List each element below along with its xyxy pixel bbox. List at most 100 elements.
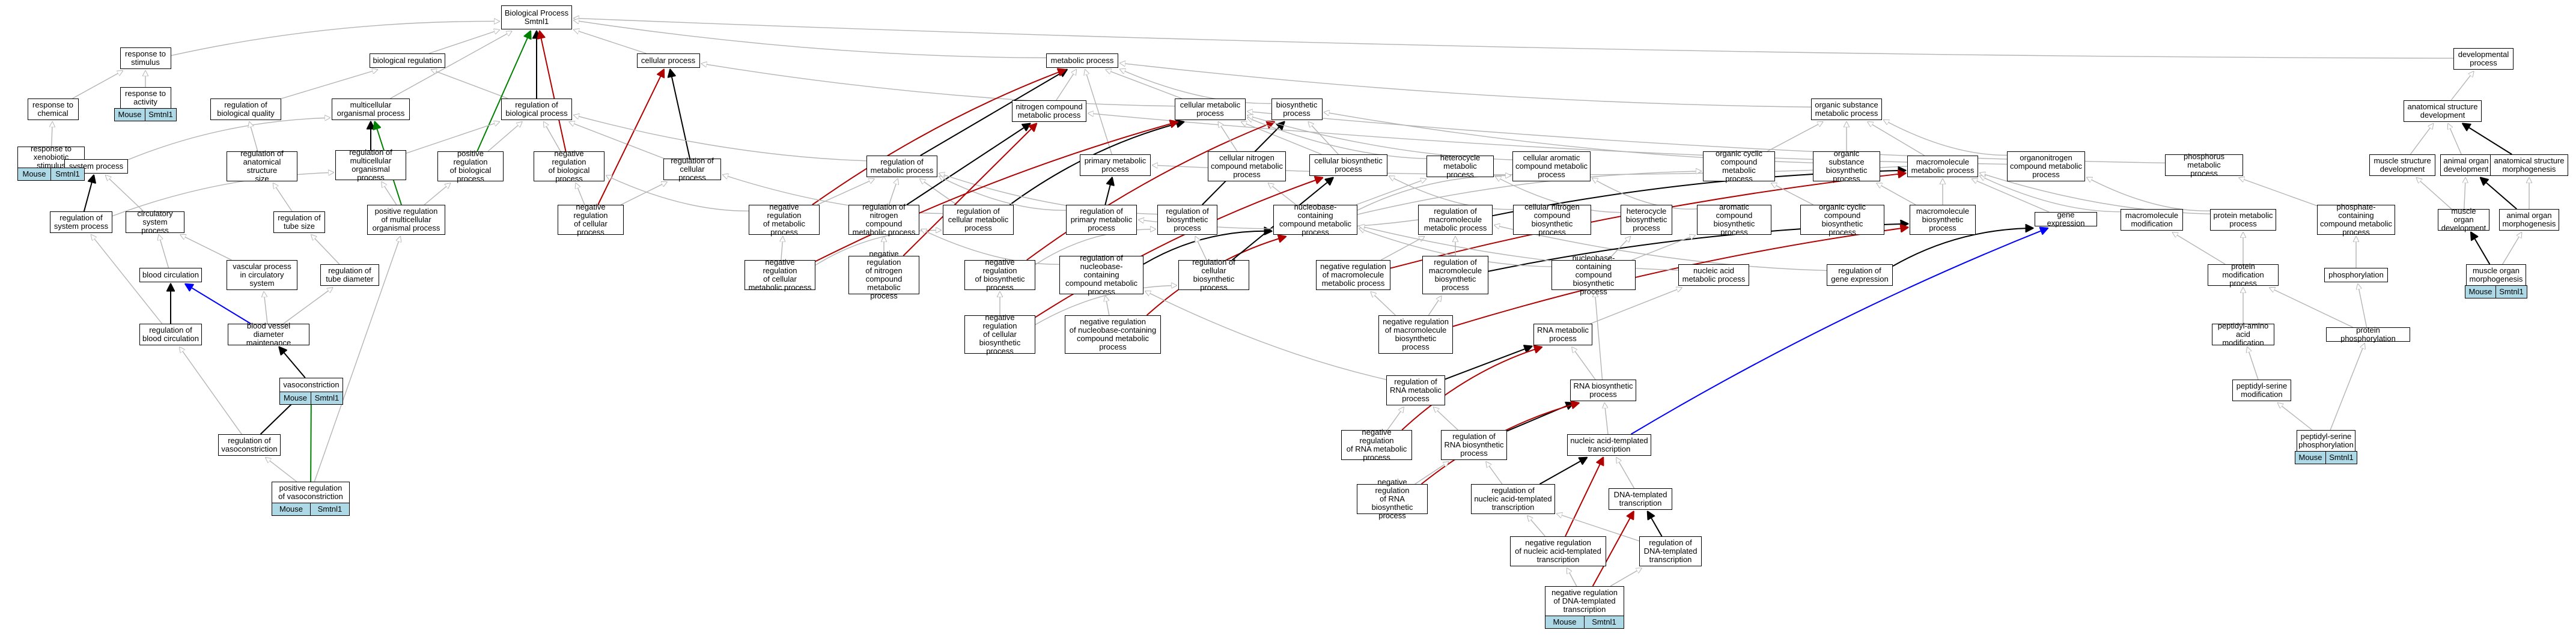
go-term-protmp[interactable]: protein metabolic process (2210, 209, 2276, 231)
go-term-psp[interactable]: peptidyl-serine phosphorylation (2297, 430, 2355, 452)
go-term-pphos[interactable]: protein phosphorylation (2326, 326, 2410, 343)
go-term-mop[interactable]: multicellular organismal process (332, 98, 410, 120)
go-term-nrmbp[interactable]: negative regulation of macromolecule bio… (1378, 315, 1453, 354)
go-term-hmp[interactable]: heterocycle metabolic process (1427, 154, 1494, 179)
go-term-hbp[interactable]: heterocycle biosynthetic process (1621, 205, 1672, 235)
go-term-prmop[interactable]: positive regulation of multicellular org… (367, 205, 445, 235)
go-term-msd[interactable]: muscle structure development (2369, 154, 2435, 176)
go-term-aom[interactable]: animal organ morphogenesis (2499, 209, 2559, 231)
go-term-pmp[interactable]: primary metabolic process (1080, 154, 1151, 176)
go-term-rvc[interactable]: regulation of vasoconstriction (218, 434, 281, 456)
go-term-oncmp[interactable]: organonitrogen compound metabolic proces… (2007, 151, 2085, 181)
go-term-rbp[interactable]: regulation of biological process (501, 98, 572, 120)
go-term-rchem[interactable]: response to chemical (27, 98, 79, 120)
go-term-rmmp[interactable]: regulation of macromolecule metabolic pr… (1418, 205, 1493, 235)
gene-tag[interactable]: Smtnl1 (2326, 451, 2357, 464)
go-term-nrncmp[interactable]: negative regulation of nitrogen compound… (848, 250, 919, 300)
gene-tag[interactable]: Smtnl1 (51, 168, 85, 181)
go-term-occmp[interactable]: organic cyclic compound metabolic proces… (1703, 150, 1775, 183)
go-term-dev[interactable]: developmental process (2453, 48, 2514, 70)
go-term-rrnabp[interactable]: regulation of RNA biosynthetic process (1441, 430, 1507, 460)
go-term-acmp[interactable]: cellular aromatic compound metabolic pro… (1512, 151, 1591, 181)
species-tag[interactable]: Mouse (272, 503, 311, 516)
go-term-nrnccmp[interactable]: negative regulation of nucleobase-contai… (1065, 315, 1161, 354)
go-term-pmod[interactable]: protein modification process (2208, 262, 2279, 288)
go-term-rmp[interactable]: regulation of metabolic process (866, 156, 937, 177)
go-term-vc[interactable]: vasoconstriction (279, 378, 343, 392)
go-term-rass[interactable]: regulation of anatomical structure size (227, 150, 297, 183)
go-term-prbp[interactable]: positive regulation of biological proces… (437, 150, 504, 183)
go-term-nrcp[interactable]: negative regulation of cellular process (558, 203, 624, 237)
go-term-rbq[interactable]: regulation of biological quality (210, 98, 281, 120)
species-tag[interactable]: Mouse (2465, 285, 2496, 298)
species-tag[interactable]: Mouse (114, 108, 145, 121)
go-term-cp[interactable]: cellular process (636, 53, 700, 68)
go-term-rbc[interactable]: regulation of blood circulation (139, 324, 202, 345)
go-term-aod[interactable]: animal organ development (2440, 154, 2492, 176)
go-term-nrmmp[interactable]: negative regulation of macromolecule met… (1316, 260, 1390, 290)
species-tag[interactable]: Mouse (2295, 451, 2326, 464)
species-tag[interactable]: Mouse (1545, 616, 1585, 629)
go-term-rtd[interactable]: regulation of tube diameter (320, 264, 379, 286)
go-term-bvdm[interactable]: blood vessel diameter maintenance (228, 322, 309, 347)
go-term-rcp[interactable]: regulation of cellular process (663, 157, 721, 182)
go-term-mmp[interactable]: macromolecule metabolic process (1907, 156, 1978, 177)
gene-tag[interactable]: Smtnl1 (311, 503, 350, 516)
go-term-psm[interactable]: peptidyl-serine modification (2232, 380, 2291, 401)
go-term-nrcbp[interactable]: negative regulation of cellular biosynth… (964, 313, 1035, 356)
go-term-rnabp[interactable]: RNA biosynthetic process (1570, 380, 1636, 401)
go-term-asm[interactable]: anatomical structure morphogenesis (2490, 154, 2568, 176)
go-term-cmp[interactable]: cellular metabolic process (1175, 98, 1246, 120)
go-term-bc[interactable]: blood circulation (139, 268, 202, 282)
go-term-bsp[interactable]: biosynthetic process (1271, 98, 1323, 120)
go-term-rdttr[interactable]: regulation of DNA-templated transcriptio… (1639, 536, 1702, 566)
go-term-mm[interactable]: macromolecule modification (2121, 209, 2183, 231)
go-term-nrrnamp[interactable]: negative regulation of RNA metabolic pro… (1341, 428, 1412, 462)
go-term-nrcmp[interactable]: negative regulation of cellular metaboli… (744, 258, 815, 292)
go-term-rmbp[interactable]: regulation of macromolecule biosynthetic… (1422, 256, 1488, 294)
go-term-asd[interactable]: anatomical structure development (2404, 100, 2482, 122)
go-term-rpmp[interactable]: regulation of primary metabolic process (1066, 205, 1137, 235)
gene-tag[interactable]: Smtnl1 (145, 108, 177, 121)
go-term-rs[interactable]: response to stimulus (120, 47, 171, 69)
go-term-rrnamp[interactable]: regulation of RNA metabolic process (1386, 375, 1445, 405)
go-term-rsp[interactable]: regulation of system process (50, 211, 112, 233)
go-term-mod[interactable]: muscle organ development (2438, 207, 2489, 232)
go-term-rcbp[interactable]: regulation of cellular biosynthetic proc… (1178, 258, 1249, 292)
go-term-nattr[interactable]: nucleic acid-templated transcription (1567, 434, 1651, 456)
go-term-cbp[interactable]: cellular biosynthetic process (1309, 154, 1387, 176)
go-term-nrnattr[interactable]: negative regulation of nucleic acid-temp… (1510, 536, 1606, 566)
go-term-occbp[interactable]: organic cyclic compound biosynthetic pro… (1800, 203, 1884, 237)
go-term-mbp[interactable]: macromolecule biosynthetic process (1910, 205, 1976, 235)
go-term-nrbsp[interactable]: negative regulation of biosynthetic proc… (964, 258, 1035, 292)
go-term-nccbp[interactable]: nucleobase-containing compound biosynthe… (1551, 254, 1636, 296)
go-term-ge[interactable]: gene expression (2035, 211, 2097, 228)
go-term-nrrnabp[interactable]: negative regulation of RNA biosynthetic … (1357, 478, 1428, 520)
go-term-rcmp[interactable]: regulation of cellular metabolic process (943, 205, 1014, 235)
go-term-pcmp[interactable]: phosphate-containing compound metabolic … (2317, 203, 2395, 237)
go-term-cncmp[interactable]: cellular nitrogen compound metabolic pro… (1208, 151, 1286, 181)
go-term-nrdttr[interactable]: negative regulation of DNA-templated tra… (1545, 586, 1624, 616)
go-term-rnccmp[interactable]: regulation of nucleobase-containing comp… (1059, 254, 1143, 296)
gene-tag[interactable]: Smtnl1 (2496, 285, 2527, 298)
gene-tag[interactable]: Smtnl1 (1585, 616, 1624, 629)
go-term-rmop[interactable]: regulation of multicellular organismal p… (335, 148, 406, 182)
go-term-paamod[interactable]: peptidyl-amino acid modification (2212, 322, 2274, 347)
go-term-cncbp[interactable]: cellular nitrogen compound biosynthetic … (1513, 203, 1591, 237)
go-term-osbp[interactable]: organic substance biosynthetic process (1813, 150, 1880, 183)
go-term-css[interactable]: circulatory system process (126, 210, 184, 235)
go-term-rbsp[interactable]: regulation of biosynthetic process (1157, 205, 1217, 235)
go-term-rge[interactable]: regulation of gene expression (1827, 264, 1893, 286)
go-term-rnamp[interactable]: RNA metabolic process (1533, 324, 1592, 345)
go-term-mp[interactable]: metabolic process (1046, 53, 1118, 68)
go-term-namp[interactable]: nucleic acid metabolic process (1678, 264, 1749, 286)
go-term-mom[interactable]: muscle organ morphogenesis (2466, 264, 2526, 286)
go-term-phos[interactable]: phosphorylation (2324, 268, 2388, 282)
species-tag[interactable]: Mouse (279, 392, 311, 405)
go-term-ncmp[interactable]: nitrogen compound metabolic process (1012, 100, 1086, 122)
go-term-phmp[interactable]: phosphorus metabolic process (2165, 153, 2243, 178)
go-term-rncmp[interactable]: regulation of nitrogen compound metaboli… (848, 203, 919, 237)
species-tag[interactable]: Mouse (17, 168, 51, 181)
go-term-vpcs[interactable]: vascular process in circulatory system (227, 260, 297, 290)
go-term-osmp[interactable]: organic substance metabolic process (1811, 98, 1882, 120)
